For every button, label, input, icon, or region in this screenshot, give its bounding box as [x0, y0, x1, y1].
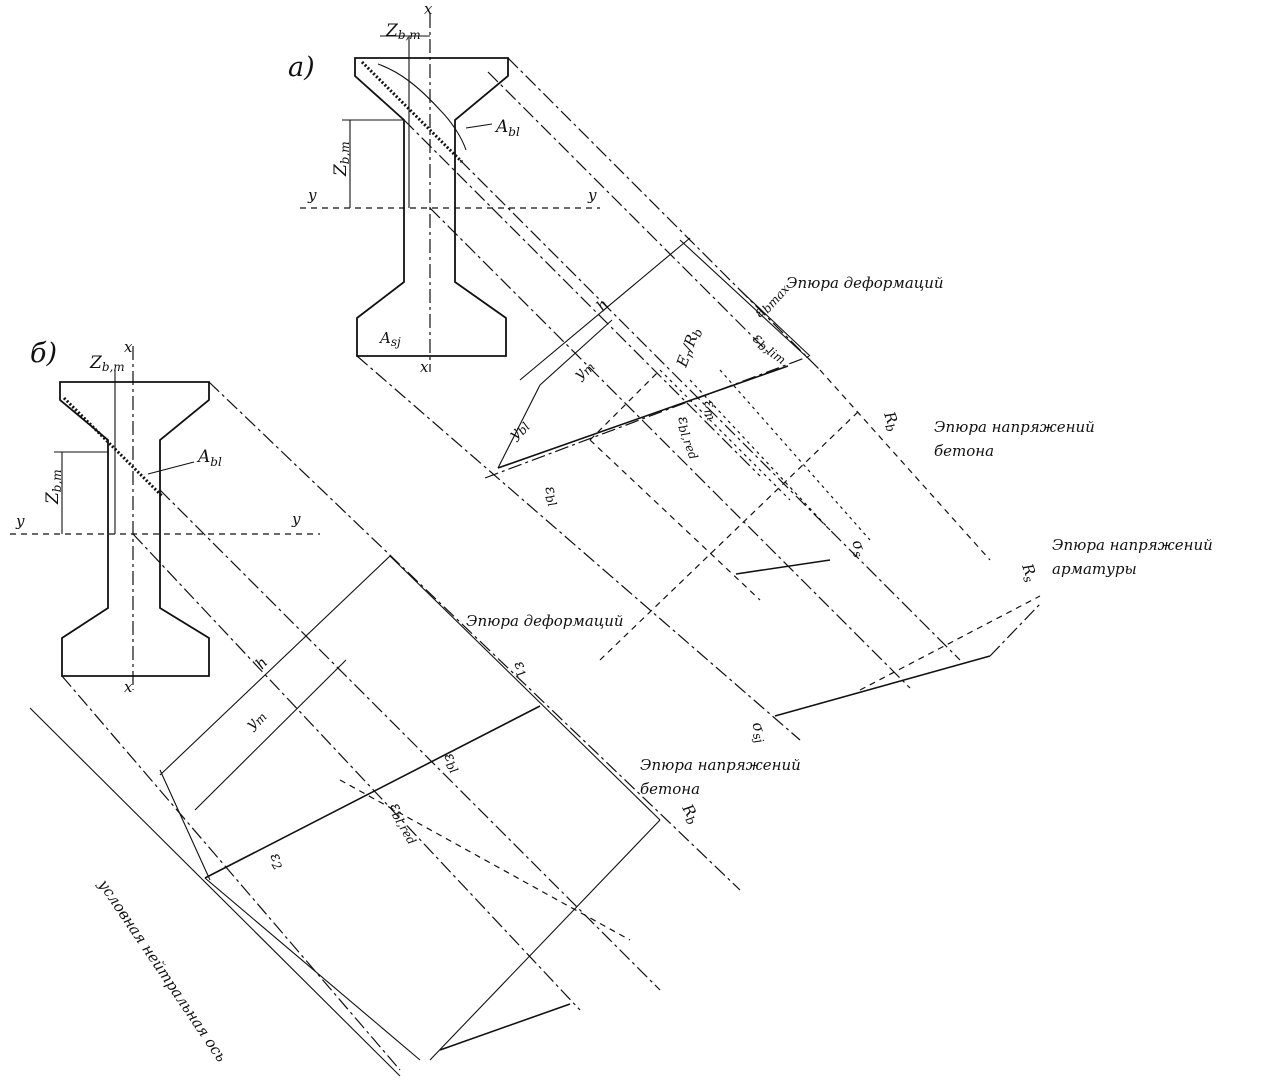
part-a-conc-stress-right	[819, 369, 991, 561]
part-a-i-section	[354, 57, 509, 357]
part-b-axis-y-right: y	[291, 510, 301, 528]
part-a-eps-red-dim	[589, 369, 661, 441]
part-a-sigma-sj: σsj	[746, 719, 772, 745]
part-a-abl-label: Abl	[494, 117, 520, 139]
part-b-base	[204, 877, 421, 1061]
part-a-z-top: Zb,m	[385, 21, 421, 42]
part-a-asj-label: Asj	[378, 329, 401, 349]
part-a-sigma-s-line	[735, 559, 831, 575]
part-a-proj-3	[459, 159, 961, 661]
part-a-strain-line	[497, 365, 789, 469]
part-a-rebar-row	[360, 60, 464, 164]
part-a-proj-2	[487, 71, 771, 355]
part-a-eps-blim: εb,lim	[749, 329, 792, 368]
part-a-eps-max-dim	[739, 289, 811, 357]
part-a-z-side: Zb,m	[331, 141, 352, 177]
part-a-abl-bracket	[377, 63, 467, 151]
part-a-dotted-3	[719, 369, 871, 541]
part-b-eps-2: ε2	[265, 849, 290, 873]
part-b-conc-stress-slope	[339, 779, 631, 941]
part-b-proj-bottom	[61, 675, 401, 1071]
part-a-rs: Rs	[1016, 560, 1041, 584]
part-a-proj-top	[507, 57, 821, 371]
part-a-proj-5	[403, 119, 761, 477]
part-a-eps-m: εm	[698, 397, 723, 422]
part-b-conc-stress-edge	[429, 819, 661, 1061]
part-a-h-dim	[519, 237, 691, 381]
part-a-conc-stress-proj	[589, 439, 761, 601]
part-a-dotted-1	[659, 369, 791, 501]
part-a-sigma-s: σs	[846, 537, 870, 559]
part-a-abl-leader	[465, 123, 493, 129]
part-b-edge-tick	[159, 769, 211, 881]
part-a-axis-y-left: y	[307, 186, 317, 204]
part-b-strain-diagram-title: Эпюра деформаций	[466, 612, 624, 630]
part-b-axis-y-left: y	[15, 512, 25, 530]
part-a-ybl: ybl	[504, 416, 533, 445]
part-b-conc-stress-line	[439, 1003, 571, 1051]
part-a-concrete-stress-title-2: бетона	[934, 442, 994, 460]
part-b-rebar-row	[62, 396, 164, 498]
part-a-rb: Rb	[878, 408, 904, 434]
part-a-conc-stress-edge	[599, 409, 861, 661]
part-b-eps-top	[389, 555, 661, 821]
part-b-concrete-stress-title-2: бетона	[640, 780, 700, 798]
part-b-proj-2	[159, 489, 661, 991]
part-a-eps-bl: εbl	[539, 483, 565, 508]
part-a-axis-x-bottom: x	[420, 358, 429, 376]
part-a-ym-dim	[539, 319, 613, 386]
part-a-axis-x-top: x	[424, 0, 433, 18]
part-a-rebar-stress-title-1: Эпюра напряжений	[1052, 536, 1213, 554]
part-a-ym: ym	[569, 356, 598, 385]
part-b-z-side: Zb,m	[43, 469, 64, 505]
part-b-rb: Rb	[676, 800, 703, 827]
part-a-rebar-cap	[989, 603, 1041, 657]
part-a-label: а)	[288, 52, 315, 83]
part-a-dotted-2	[689, 379, 831, 531]
part-b-label: б)	[30, 338, 57, 369]
part-b-abl-leader	[147, 461, 195, 475]
part-b-h: h	[252, 653, 272, 672]
part-b-proj-top	[208, 381, 741, 891]
part-b-neutral-axis-line	[29, 707, 401, 1077]
part-b-strain-line	[204, 705, 541, 879]
part-a-concrete-stress-title-1: Эпюра напряжений	[934, 418, 1095, 436]
part-b-concrete-stress-title-1: Эпюра напряжений	[640, 756, 801, 774]
part-b: б) x x y y Zb,m Zb,m Abl h ym	[10, 338, 801, 1077]
part-a-proj-bottom	[356, 355, 801, 741]
part-a-ybl-dim	[497, 384, 541, 469]
part-b-proj-3	[132, 533, 581, 1011]
part-a-eps-bl-red: εbl,red	[672, 413, 706, 461]
part-b-neutral-axis-label: условная нейтральная ось	[94, 875, 230, 1065]
part-b-ym-dim	[194, 659, 347, 811]
part-a-er-rb: Er/Rb	[673, 325, 706, 371]
part-a-strain-baseline	[484, 355, 811, 479]
part-a-rebar-stress-line	[774, 655, 991, 717]
part-b-ym: ym	[241, 706, 270, 735]
part-b-abl-label: Abl	[196, 447, 222, 469]
part-a-axis-y-right: y	[587, 186, 597, 204]
part-b-z-top: Zb,m	[89, 353, 125, 374]
part-b-h-dim	[159, 555, 391, 776]
part-b-i-section	[59, 381, 210, 677]
part-b-eps-bl: εbl	[439, 749, 466, 776]
part-a-h: h	[593, 295, 613, 314]
part-a-eps-top	[679, 239, 811, 361]
part-a: а) x x y y Zb,m Zb,m Abl Asj	[288, 0, 1213, 745]
part-b-axis-x-bottom: x	[124, 678, 133, 696]
part-b-eps-1: ε1	[509, 657, 534, 681]
part-a-rebar-edge	[859, 595, 1041, 691]
part-a-proj-4	[429, 207, 911, 689]
part-b-axis-x-top: x	[124, 338, 133, 356]
part-a-rebar-stress-title-2: арматуры	[1052, 560, 1137, 578]
part-a-strain-diagram-title: Эпюра деформаций	[786, 274, 944, 292]
